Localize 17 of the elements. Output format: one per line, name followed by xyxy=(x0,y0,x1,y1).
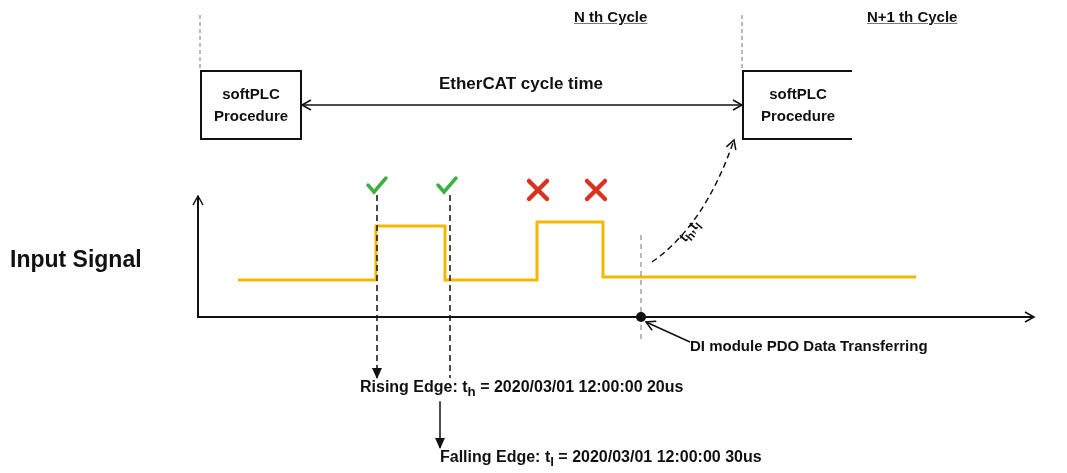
procedure-box: softPLC Procedure xyxy=(200,70,302,140)
arrow xyxy=(435,400,445,449)
arrow xyxy=(301,99,743,111)
junction-dot xyxy=(636,312,646,322)
check-icon xyxy=(436,175,458,195)
annotation-text: Falling Edge: t$_{l}$ = 2020/03/01 12:00:00 30us xyxy=(440,448,762,470)
cycle-heading: N+1 th Cycle xyxy=(867,8,958,25)
axis-label: Input Signal xyxy=(10,246,142,273)
procedure-box: softPLC Procedure xyxy=(742,70,852,140)
check-icon xyxy=(366,175,388,195)
arrow xyxy=(372,194,382,379)
cycle-heading: N th Cycle xyxy=(574,8,648,25)
edge-label: EtherCAT cycle time xyxy=(438,74,604,94)
arrow xyxy=(651,139,737,263)
leader-line xyxy=(645,320,691,343)
annotation-text: Rising Edge: t$_{h}$ = 2020/03/01 12:00:00 20us xyxy=(360,378,684,400)
annotation-text: DI module PDO Data Transferring xyxy=(690,337,928,354)
